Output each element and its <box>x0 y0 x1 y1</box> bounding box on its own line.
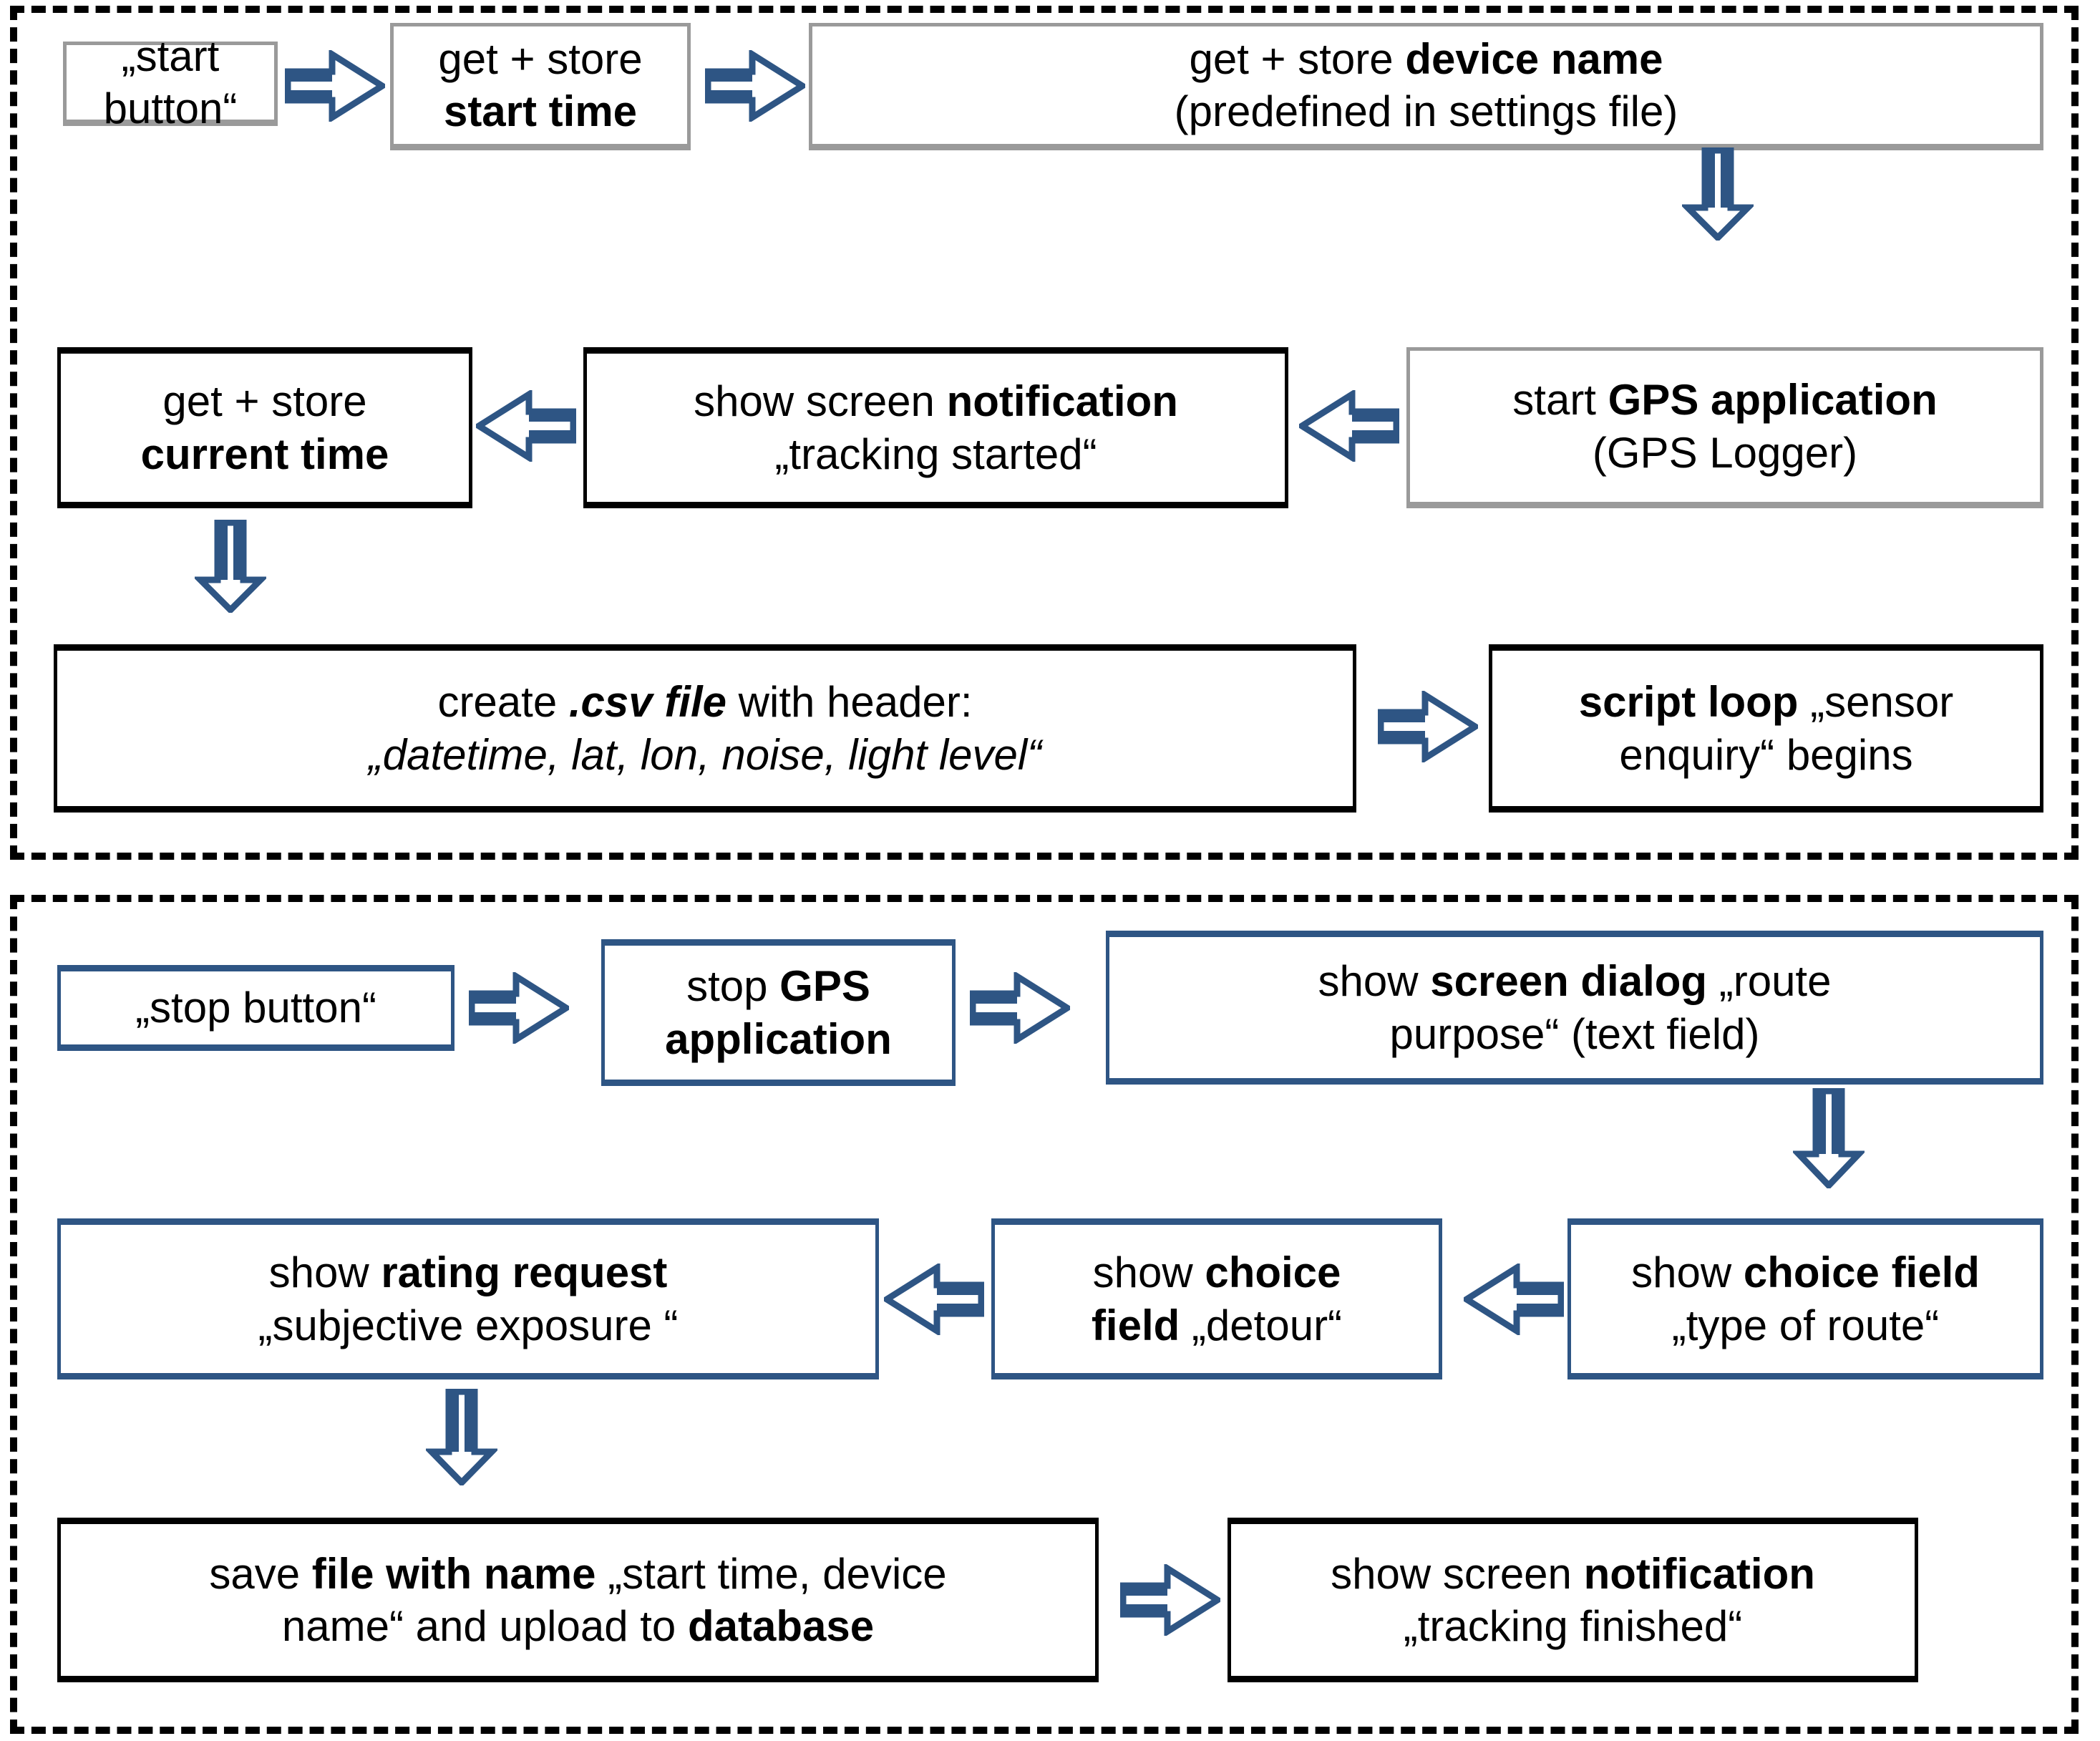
node-create-csv[interactable]: create .csv file with header:„datetime, … <box>54 644 1356 813</box>
node-rating-request-text: show rating request„subjective exposure … <box>258 1248 679 1349</box>
node-choice-type-of-route-text: show choice field„type of route“ <box>1631 1248 1980 1349</box>
node-create-csv-text: create .csv file with header:„datetime, … <box>368 678 1042 779</box>
node-gps-application-text: start GPS application(GPS Logger) <box>1512 376 1938 477</box>
arrow-notification-to-current-time <box>476 390 576 462</box>
node-notification-finished-text: show screen notification„tracking finish… <box>1331 1549 1815 1650</box>
arrow-rating-to-save-file <box>426 1389 497 1485</box>
arrow-device-name-to-gps-application <box>1682 147 1754 241</box>
node-gps-application[interactable]: start GPS application(GPS Logger) <box>1406 347 2043 508</box>
node-device-name-text: get + store device name(predefined in se… <box>1174 34 1678 135</box>
node-start-button[interactable]: „start button“ <box>63 32 278 132</box>
node-notification-finished[interactable]: show screen notification„tracking finish… <box>1228 1518 1918 1682</box>
arrow-stop-gps-to-screen-dialog <box>970 972 1070 1044</box>
arrow-gps-application-to-notification <box>1299 390 1399 462</box>
node-device-name[interactable]: get + store device name(predefined in se… <box>809 23 2043 150</box>
arrow-create-csv-to-script-loop <box>1378 691 1478 762</box>
arrow-start-button-to-start-time <box>285 50 385 122</box>
node-choice-type-of-route[interactable]: show choice field„type of route“ <box>1567 1218 2043 1379</box>
arrow-start-time-to-device-name <box>705 50 805 122</box>
node-stop-button[interactable]: „stop button“ <box>57 965 454 1051</box>
arrow-current-time-to-create-csv <box>195 520 266 613</box>
arrow-choice-type-to-choice-detour <box>1464 1264 1564 1335</box>
node-start-button-text: „start button“ <box>103 31 238 132</box>
node-stop-button-text: „stop button“ <box>135 984 376 1032</box>
arrow-screen-dialog-to-choice-type <box>1793 1088 1865 1188</box>
node-rating-request[interactable]: show rating request„subjective exposure … <box>57 1218 879 1379</box>
node-notification-started[interactable]: show screen notification„tracking starte… <box>583 347 1288 508</box>
arrow-save-file-to-notification-finished <box>1120 1564 1220 1636</box>
arrow-stop-button-to-stop-gps <box>469 972 569 1044</box>
arrow-choice-detour-to-rating <box>884 1264 984 1335</box>
node-notification-started-text: show screen notification„tracking starte… <box>694 377 1178 478</box>
